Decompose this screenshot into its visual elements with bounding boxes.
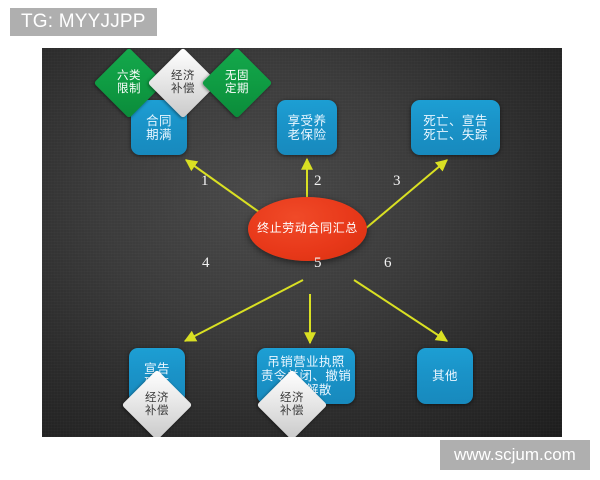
edge-number-3: 3	[393, 173, 401, 189]
node-branch-3[interactable]: 死亡、宣告 死亡、失踪	[411, 100, 500, 155]
connector-layer	[183, 157, 449, 345]
edge-number-1: 1	[201, 173, 209, 189]
diamond-label: 六类 限制	[117, 70, 141, 95]
diamond-label: 经济 补偿	[145, 392, 169, 417]
diamond-label: 经济 补偿	[280, 392, 304, 417]
node-label: 其他	[432, 369, 458, 383]
edge-number-2: 2	[314, 173, 322, 189]
tg-watermark: TG: MYYJJPP	[10, 8, 157, 36]
diamond-jing-ji-bu-chang-top[interactable]: 经济 补偿	[147, 48, 219, 119]
center-label: 终止劳动合同汇总	[257, 221, 358, 236]
diamond-label: 无固 定期	[225, 70, 249, 95]
site-watermark: www.scjum.com	[440, 440, 590, 470]
diagram-panel: 六类 限制 经济 补偿 无固 定期 合同 期满 享受养 老保险 死亡、宣告 死亡…	[42, 48, 562, 437]
connector-4	[183, 279, 304, 342]
diamond-liu-lei-xian-zhi[interactable]: 六类 限制	[93, 48, 165, 119]
node-branch-2[interactable]: 享受养 老保险	[277, 100, 337, 155]
edge-number-5: 5	[314, 255, 322, 271]
diamond-wu-gu-ding-qi[interactable]: 无固 定期	[201, 48, 273, 119]
diamond-jing-ji-bu-chang-left[interactable]: 经济 补偿	[121, 369, 193, 437]
node-branch-6[interactable]: 其他	[417, 348, 473, 404]
node-label: 合同 期满	[146, 113, 172, 142]
edge-number-6: 6	[384, 255, 392, 271]
node-label: 死亡、宣告 死亡、失踪	[423, 113, 488, 142]
connector-6	[353, 279, 449, 342]
node-label: 享受养 老保险	[287, 113, 327, 142]
node-center-topic[interactable]: 终止劳动合同汇总	[248, 197, 367, 261]
diamond-label: 经济 补偿	[171, 70, 195, 95]
connector-3	[351, 159, 448, 241]
diamond-jing-ji-bu-chang-mid[interactable]: 经济 补偿	[256, 369, 328, 437]
edge-number-4: 4	[202, 255, 210, 271]
node-branch-1[interactable]: 合同 期满	[131, 100, 187, 155]
